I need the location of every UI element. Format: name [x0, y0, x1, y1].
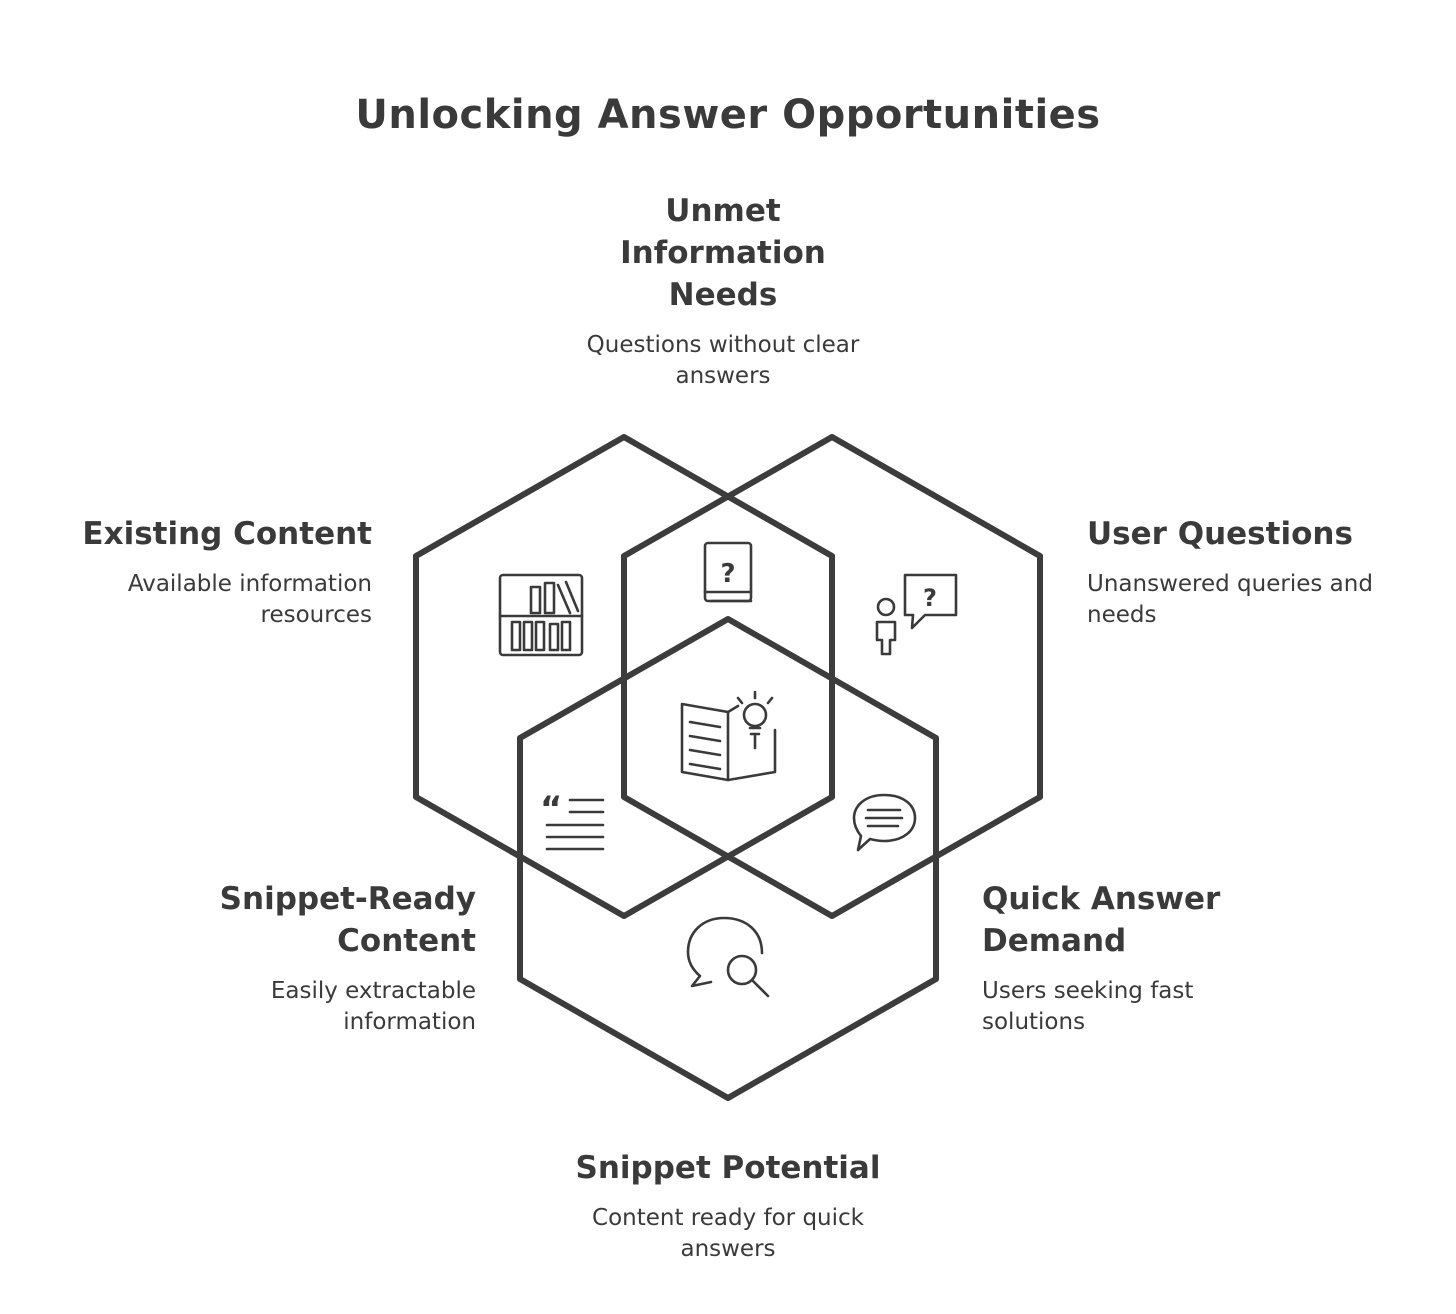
existing-title: Existing Content: [82, 516, 372, 552]
user-questions-description: Unanswered queries and needs: [1087, 569, 1442, 631]
unmet-title-line-3: Needs: [668, 277, 778, 313]
label-existing-content: Existing Content Available information r…: [40, 513, 372, 631]
quote-text-icon: “: [540, 789, 605, 851]
snippet-ready-desc-line-1: Easily extractable: [270, 978, 476, 1004]
quick-answer-desc-line-1: Users seeking fast: [982, 978, 1194, 1004]
diagram-title: Unlocking Answer Opportunities: [355, 92, 1101, 138]
snippet-ready-desc-line-2: information: [343, 1009, 476, 1035]
question-book-icon: ?: [703, 541, 753, 603]
label-snippet-potential: Snippet Potential Content ready for quic…: [498, 1147, 958, 1265]
quick-answer-description: Users seeking fast solutions: [982, 976, 1322, 1038]
quick-answer-title-line-1: Quick Answer: [982, 881, 1221, 917]
person-question-bubble-icon: ?: [875, 573, 958, 656]
hexagon-user-questions: [621, 434, 1043, 919]
svg-text:?: ?: [720, 559, 735, 589]
hexagon-snippet-potential: [517, 616, 939, 1101]
unmet-description: Questions without clear answers: [523, 330, 923, 392]
user-questions-desc-line-2: needs: [1087, 602, 1157, 628]
unmet-title-line-2: Information: [620, 235, 826, 271]
label-snippet-ready-content: Snippet-Ready Content Easily extractable…: [140, 878, 476, 1038]
bookshelf-icon: [498, 573, 584, 657]
chat-bubble-lines-icon: [852, 793, 917, 852]
existing-desc-line-2: resources: [260, 602, 372, 628]
unmet-title: Unmet Information Needs: [523, 190, 923, 316]
snippet-potential-description: Content ready for quick answers: [498, 1203, 958, 1265]
snippet-potential-title: Snippet Potential: [575, 1150, 881, 1186]
existing-desc-line-1: Available information: [127, 571, 372, 597]
user-questions-desc-line-1: Unanswered queries and: [1087, 571, 1373, 597]
label-unmet-information-needs: Unmet Information Needs Questions withou…: [523, 190, 923, 392]
unmet-desc-line-1: Questions without clear: [586, 332, 860, 358]
open-book-lightbulb-icon: [680, 690, 777, 782]
snippet-ready-description: Easily extractable information: [140, 976, 476, 1038]
label-quick-answer-demand: Quick Answer Demand Users seeking fast s…: [982, 878, 1322, 1038]
snippet-potential-desc-line-1: Content ready for quick: [592, 1205, 864, 1231]
label-user-questions: User Questions Unanswered queries and ne…: [1087, 513, 1442, 631]
quick-answer-title-line-2: Demand: [982, 923, 1127, 959]
unmet-desc-line-2: answers: [675, 363, 771, 389]
chat-search-icon: [686, 916, 770, 998]
quick-answer-desc-line-2: solutions: [982, 1009, 1086, 1035]
hexagon-existing-content: [413, 434, 835, 919]
snippet-potential-desc-line-2: answers: [680, 1236, 776, 1262]
snippet-ready-title-line-2: Content: [337, 923, 476, 959]
user-questions-title: User Questions: [1087, 516, 1353, 552]
existing-description: Available information resources: [40, 569, 372, 631]
svg-text:“: “: [540, 789, 562, 829]
snippet-ready-title-line-1: Snippet-Ready: [219, 881, 476, 917]
unmet-title-line-1: Unmet: [665, 193, 781, 229]
svg-text:?: ?: [923, 584, 937, 612]
quick-answer-title: Quick Answer Demand: [982, 878, 1322, 962]
snippet-ready-title: Snippet-Ready Content: [140, 878, 476, 962]
